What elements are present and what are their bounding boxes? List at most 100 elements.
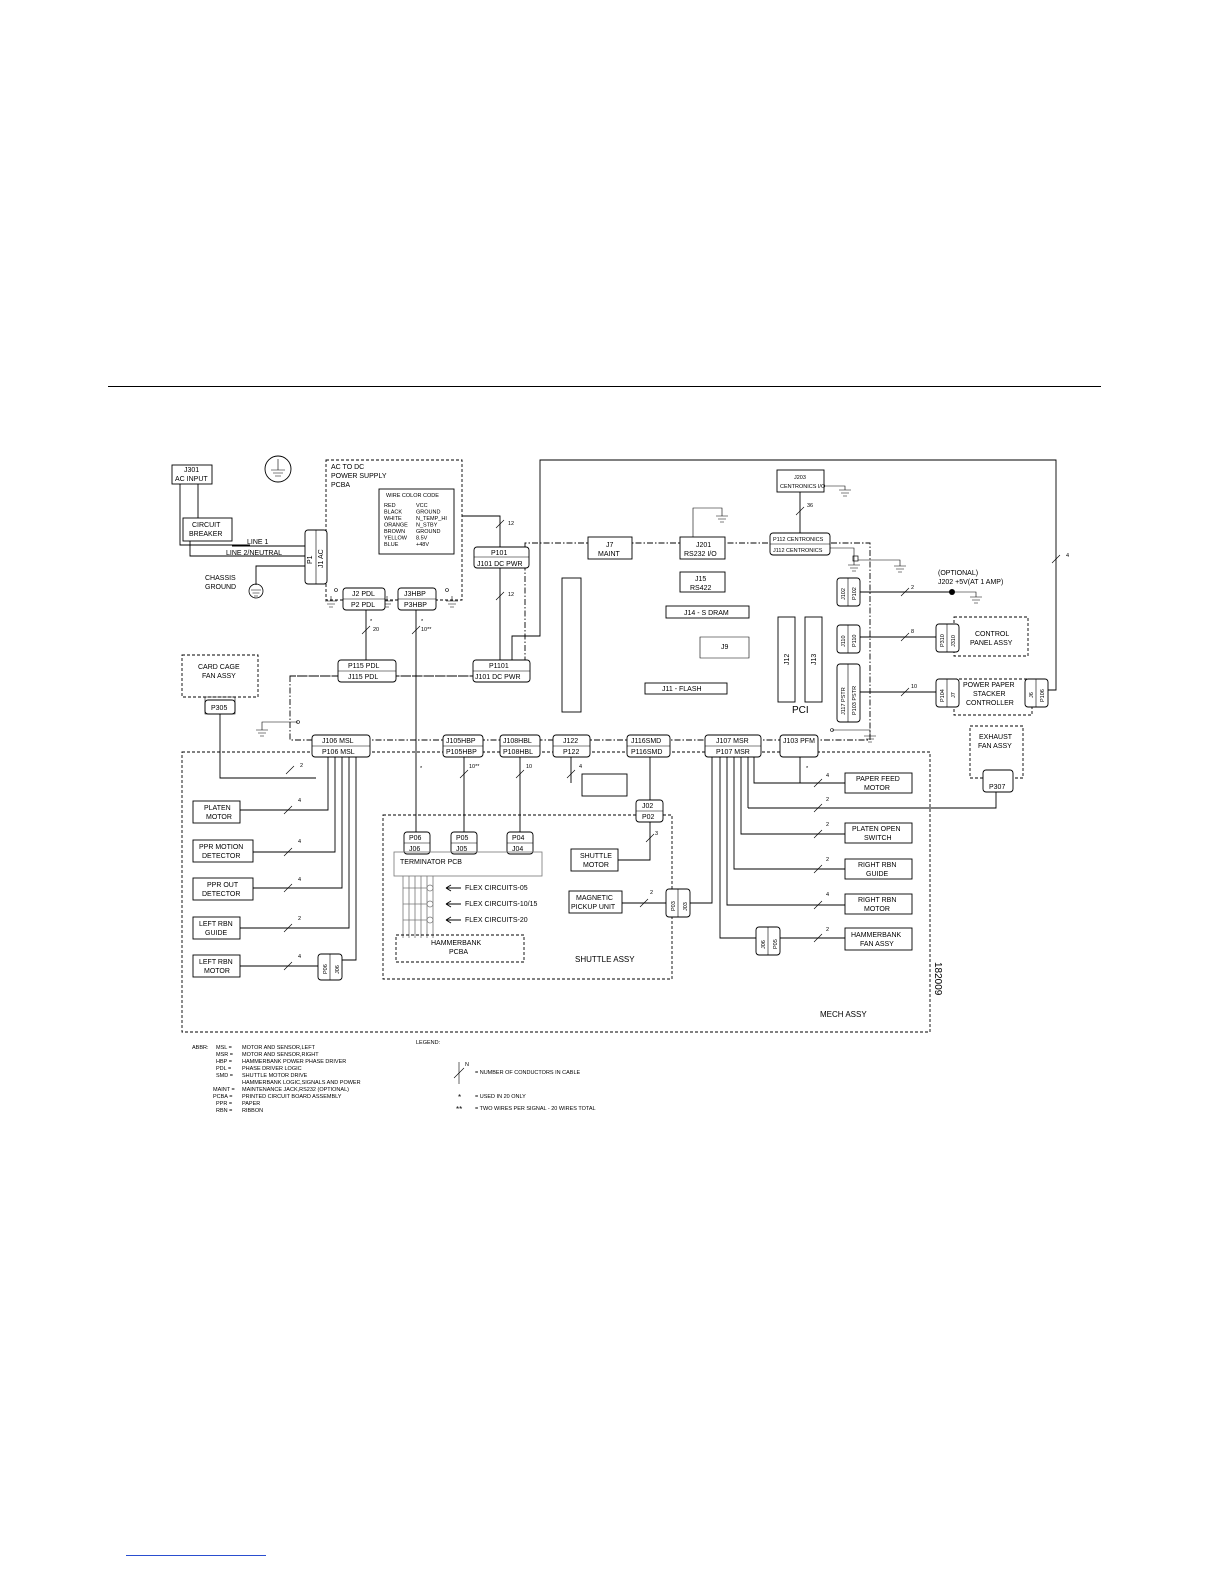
platen-motor-box <box>192 800 241 824</box>
svg-text:MOTOR AND SENSOR,LEFT: MOTOR AND SENSOR,LEFT <box>242 1045 316 1051</box>
p102-label: P102 <box>852 587 858 600</box>
optional-label-1: (OPTIONAL) <box>938 570 978 577</box>
platen-motor-label-2: MOTOR <box>206 814 232 821</box>
j101-label: J101 DC PWR <box>477 561 523 568</box>
footer-link-underline[interactable] <box>126 1555 266 1556</box>
j203-centronics-box <box>776 469 825 493</box>
svg-text:HAMMERBANK LOGIC,SIGNALS AND P: HAMMERBANK LOGIC,SIGNALS AND POWER <box>242 1080 361 1086</box>
mech-assy-label: MECH ASSY <box>820 1010 867 1019</box>
ps-title-3: PCBA <box>331 482 350 489</box>
wire-count-2opt: 2 <box>911 585 914 591</box>
svg-text:PDL =: PDL = <box>216 1066 231 1072</box>
hb-fan-label-1: HAMMERBANK <box>851 932 902 939</box>
wire-count-2mpu: 2 <box>650 890 653 896</box>
wire-count-4pmd: 4 <box>298 839 301 845</box>
j13-label: J13 <box>811 654 818 665</box>
j106msl-label: J106 MSL <box>322 738 354 745</box>
hammerbank-pcba-box <box>395 934 525 963</box>
svg-text:MSR =: MSR = <box>216 1052 233 1058</box>
j101b-label: J101 DC PWR <box>475 674 521 681</box>
shuttle-motor-label-2: MOTOR <box>583 862 609 869</box>
mech-assy-boundary <box>181 751 931 1033</box>
wire-count-12b: 12 <box>508 592 514 598</box>
svg-text:+48V: +48V <box>416 542 429 548</box>
wire-count-2hbf: 2 <box>826 927 829 933</box>
wire-count-10b: 10 <box>526 764 532 770</box>
p122-label: P122 <box>563 749 579 756</box>
svg-text:HBP =: HBP = <box>216 1059 232 1065</box>
j310-label: J310 <box>951 635 957 647</box>
platen-motor-label-1: PLATEN <box>204 805 231 812</box>
svg-text:SMD =: SMD = <box>216 1073 233 1079</box>
j12-label: J12 <box>784 654 791 665</box>
p305-label: P305 <box>211 705 227 712</box>
wire-count-2lrg: 2 <box>298 916 301 922</box>
drawing-number: 182009 <box>932 962 943 996</box>
star-s2: * <box>421 619 424 625</box>
line1-label: LINE 1 <box>247 539 269 546</box>
j6-label: J6 <box>1029 692 1035 698</box>
stacker-label-1: POWER PAPER <box>963 682 1015 689</box>
j110-p110-connector <box>836 624 861 654</box>
ps-title-1: AC TO DC <box>331 464 364 471</box>
left-rbn-guide-label-1: LEFT RBN <box>199 921 233 928</box>
pci-label: PCI <box>792 705 809 716</box>
earth-ground-symbol-icon <box>264 455 292 483</box>
left-rbn-motor-box <box>192 954 241 978</box>
j11-label: J11 - FLASH <box>662 686 702 693</box>
platen-open-label-2: SWITCH <box>864 835 892 842</box>
p106-label: P106 <box>1040 689 1046 702</box>
j301-ac-input-box <box>171 464 213 485</box>
wire-count-20: 20 <box>373 627 379 633</box>
terminator-pcb-box <box>393 851 543 877</box>
j117-p103-pstr-connector <box>836 663 861 723</box>
p108hbl-label: P108HBL <box>503 749 533 756</box>
svg-text:RED: RED <box>384 503 396 509</box>
j02-label: J02 <box>642 803 653 810</box>
wire-count-4lrm: 4 <box>298 954 301 960</box>
j116smd-label: J116SMD <box>631 738 661 745</box>
left-rbn-guide-label-2: GUIDE <box>205 930 228 937</box>
mpu-label-1: MAGNETIC <box>576 895 613 902</box>
p106msl-label: P106 MSL <box>322 749 355 756</box>
wire-color-code-title: WIRE COLOR CODE <box>386 493 439 499</box>
rs422-label: RS422 <box>690 585 712 592</box>
svg-text:PPR =: PPR = <box>216 1101 232 1107</box>
p310-j310-connector <box>935 623 960 653</box>
svg-text:RIBBON: RIBBON <box>242 1108 263 1114</box>
ppr-motion-label-2: DETECTOR <box>202 853 240 860</box>
p101-label: P101 <box>491 550 507 557</box>
svg-text:= TWO WIRES PER SIGNAL - 20 WI: = TWO WIRES PER SIGNAL - 20 WIRES TOTAL <box>475 1106 596 1112</box>
p03-label: P03 <box>671 901 677 911</box>
p103-label: P103 PSTR <box>852 686 858 715</box>
wire-count-4rrm: 4 <box>826 892 829 898</box>
svg-text:PHASE DRIVER LOGIC: PHASE DRIVER LOGIC <box>242 1066 302 1072</box>
p3hbp-label: P3HBP <box>404 602 427 609</box>
wire-count-10pstr: 10 <box>911 684 917 690</box>
wire-count-36: 36 <box>807 503 813 509</box>
left-mech-wires <box>240 757 357 967</box>
j7b-label: J7 <box>951 692 957 698</box>
control-panel-label-1: CONTROL <box>975 631 1009 638</box>
shuttle-motor-box <box>570 848 619 872</box>
svg-text:LEGEND:: LEGEND: <box>416 1040 441 1046</box>
svg-text:8.5V: 8.5V <box>416 536 428 542</box>
wire-count-4j122: 4 <box>579 764 582 770</box>
p110-label: P110 <box>852 635 858 647</box>
p1101-label: P1101 <box>489 663 509 670</box>
card-cage-label-2: FAN ASSY <box>202 673 236 680</box>
legend-block: LEGEND: N = NUMBER OF CONDUCTORS IN CABL… <box>416 1040 596 1114</box>
left-rbn-motor-label-2: MOTOR <box>204 968 230 975</box>
j11-flash-box <box>644 682 728 695</box>
j112-label: J112 CENTRONICS <box>773 548 823 554</box>
svg-text:**: ** <box>456 1105 462 1114</box>
svg-text:VCC: VCC <box>416 503 428 509</box>
chassis-ground-icon <box>248 583 264 599</box>
star-s3: * <box>420 766 423 772</box>
p06b-label: P06 <box>323 964 329 974</box>
svg-text:ABBR:: ABBR: <box>192 1045 209 1051</box>
wire-count-2a: 2 <box>826 797 829 803</box>
abbreviations-block: ABBR: MSL = MOTOR AND SENSOR,LEFT MSR = … <box>192 1045 361 1114</box>
wire-count-4pfm: 4 <box>826 773 829 779</box>
flex-circuit-lines <box>402 876 434 938</box>
